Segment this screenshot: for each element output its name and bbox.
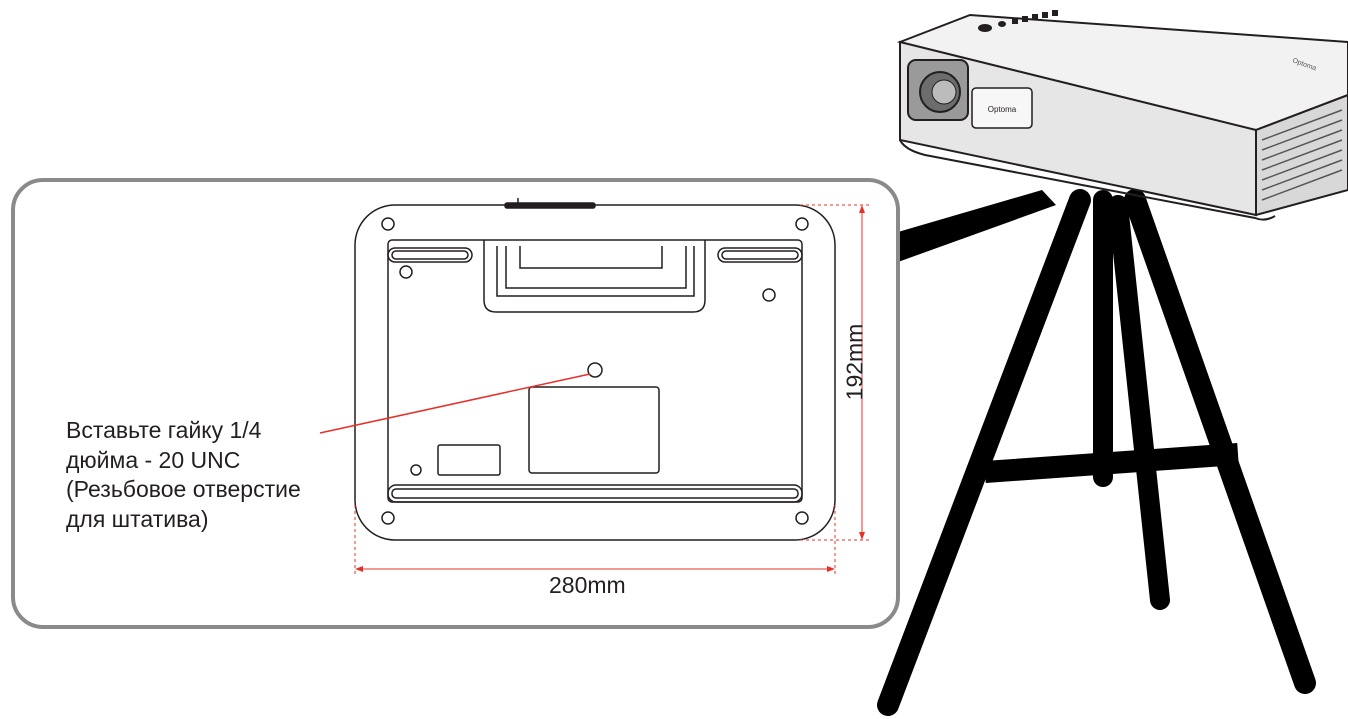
small-label [437,444,501,476]
width-dimension-label: 280mm [549,572,626,598]
tripod-thread-hole [587,362,603,378]
screw-hole [381,511,395,525]
projector-bottom-view [354,198,836,541]
projector-vent [1261,109,1343,201]
dimension-lines [354,204,872,575]
tripod-leg-back [1108,195,1170,610]
tripod-leg-left [877,189,1091,716]
tripod-crossbar [984,443,1239,483]
tripod [877,189,1316,716]
callout-line: (Резьбовое отверстие [66,476,301,502]
height-dimension-label: 192mm [841,323,868,401]
screw-hole [762,288,776,302]
screw-hole [399,265,413,279]
projector: Optoma Optoma [896,10,1348,221]
kickstand [483,240,706,313]
callout-leader [319,373,591,434]
projector-beam [898,190,1056,262]
screw-hole [381,217,395,231]
tripod-leg-right [1124,189,1316,694]
tripod-hole-callout: Вставьте гайку 1/4 дюйма - 20 UNC (Резьб… [66,416,301,534]
screw-hole [410,464,422,476]
callout-line: дюйма - 20 UNC [66,446,241,473]
projector-brand-mark: Optoma [988,105,1017,114]
callout-line: Вставьте гайку 1/4 [66,417,262,443]
projector-buttons [978,10,1058,32]
label-plate [528,386,660,474]
bottom-outline [354,204,836,541]
screw-hole [795,217,809,231]
screw-hole [795,511,809,525]
callout-line: для штатива) [66,505,209,532]
